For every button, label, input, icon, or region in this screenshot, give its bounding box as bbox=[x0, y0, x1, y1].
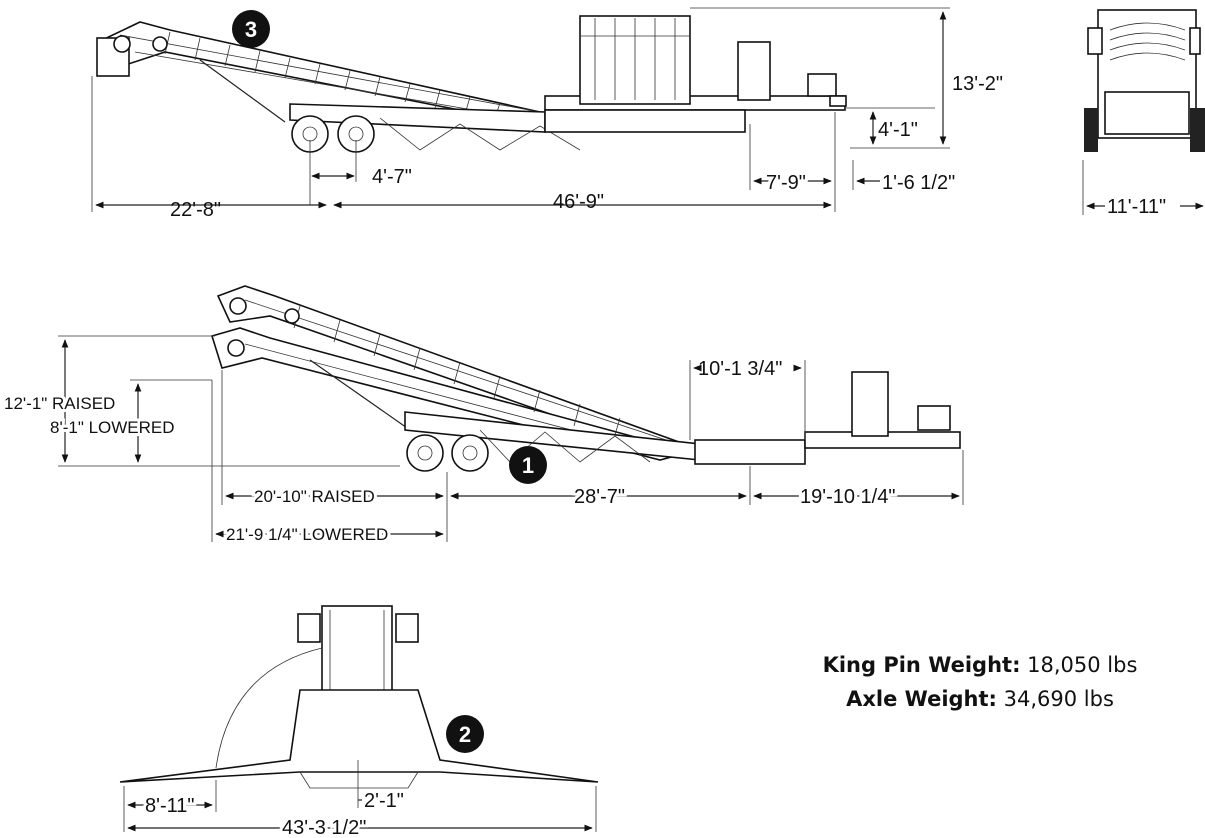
dim-end-width: 11'-11" bbox=[1107, 196, 1166, 218]
dim-center-offset: 2'-1" bbox=[364, 790, 404, 812]
transport-view-dimensions: 12'-1" RAISED 8'-1" LOWERED 10'-1 3/4" 2… bbox=[1, 335, 964, 547]
dim-raised-height: 12'-1" RAISED bbox=[4, 394, 115, 413]
dim-overall-width: 43'-3 1/2" bbox=[282, 817, 366, 838]
dim-hitch-height: 4'-1" bbox=[878, 119, 918, 141]
callout-badge-1-label: 1 bbox=[522, 453, 534, 478]
dim-pin-offset: 7'-9" bbox=[766, 172, 806, 194]
dim-lowered-height: 8'-1" LOWERED bbox=[50, 418, 175, 437]
axle-weight: Axle Weight: 34,690 lbs bbox=[780, 682, 1180, 716]
dim-lowered-length: 21'-9 1/4" LOWERED bbox=[226, 525, 388, 544]
side-view: 3 13'-2" 4'-1" 4'-7" 22'-8" 46'-9" 7'-9" bbox=[91, 7, 1003, 221]
axle-weight-label: Axle Weight: bbox=[846, 687, 997, 711]
side-view-trailer bbox=[289, 15, 847, 153]
side-view-conveyor bbox=[96, 21, 543, 123]
end-view: 11'-11" bbox=[1082, 9, 1205, 218]
dim-front-length: 19'-10 1/4" bbox=[800, 486, 895, 508]
callout-badge-2: 2 bbox=[446, 715, 484, 753]
king-pin-weight-label: King Pin Weight: bbox=[822, 653, 1021, 677]
side-view-dimensions: 13'-2" 4'-1" 4'-7" 22'-8" 46'-9" 7'-9" 1… bbox=[91, 7, 1003, 221]
dim-height-total: 13'-2" bbox=[952, 73, 1003, 95]
dim-rear-to-axle: 22'-8" bbox=[170, 199, 221, 221]
weights-block: King Pin Weight: 18,050 lbs Axle Weight:… bbox=[780, 648, 1180, 716]
top-view-dimensions: 8'-11" 2'-1" 43'-3 1/2" bbox=[123, 760, 597, 838]
dim-axle-to-front: 46'-9" bbox=[553, 191, 604, 213]
transport-view: 1 12'-1" RAISED 8'-1" LOWERED 10'-1 3/4"… bbox=[1, 285, 964, 547]
axle-weight-value: 34,690 lbs bbox=[1003, 687, 1114, 711]
dim-wing-length: 8'-11" bbox=[145, 795, 194, 817]
top-view: 2 8'-11" 2'-1" 43'-3 1/2" bbox=[119, 605, 599, 838]
dim-front-overhang: 1'-6 1/2" bbox=[882, 172, 955, 194]
king-pin-weight-value: 18,050 lbs bbox=[1027, 653, 1138, 677]
dim-hopper-width: 10'-1 3/4" bbox=[698, 358, 782, 380]
callout-badge-3-label: 3 bbox=[245, 17, 257, 42]
callout-badge-1: 1 bbox=[509, 446, 547, 484]
callout-badge-3: 3 bbox=[232, 10, 270, 48]
transport-view-conveyor bbox=[210, 285, 694, 461]
transport-view-trailer bbox=[404, 371, 961, 472]
dim-raised-length: 20'-10" RAISED bbox=[254, 487, 375, 506]
dim-mid-length: 28'-7" bbox=[574, 486, 625, 508]
dim-axle-spread: 4'-7" bbox=[372, 166, 412, 188]
king-pin-weight: King Pin Weight: 18,050 lbs bbox=[780, 648, 1180, 682]
callout-badge-2-label: 2 bbox=[459, 722, 471, 747]
